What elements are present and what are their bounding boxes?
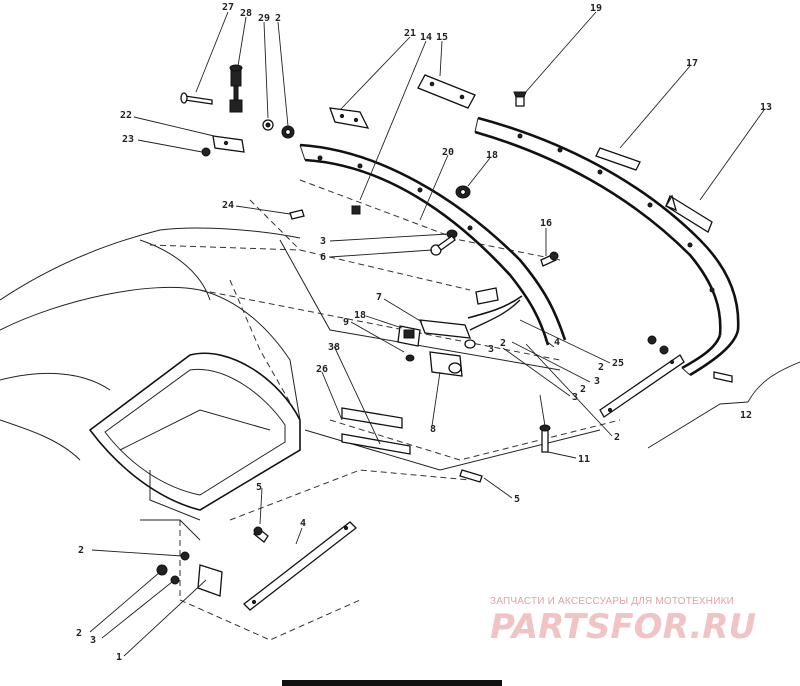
callout-23: 23 — [122, 134, 134, 145]
nut-2-top — [281, 125, 295, 139]
callout-19: 19 — [590, 3, 602, 14]
callout-20: 20 — [442, 147, 454, 158]
callout-28: 28 — [240, 8, 252, 19]
callout-5-left: 5 — [256, 482, 262, 493]
bolt-11 — [539, 424, 551, 453]
leader-lines — [89, 11, 800, 657]
callout-2-lower-right: 2 — [614, 432, 620, 443]
bracket-22 — [212, 135, 245, 153]
callout-3-latch: 3 — [488, 344, 494, 355]
mounting-plate-15 — [417, 74, 476, 109]
callout-4-left: 4 — [300, 518, 306, 529]
mount-plate-1 — [156, 551, 223, 597]
nut-23 — [201, 147, 211, 157]
bracket-38 — [341, 407, 411, 455]
callout-8: 8 — [430, 424, 436, 435]
bracket-21 — [329, 107, 370, 129]
callout-13: 13 — [760, 102, 772, 113]
callout-18-top: 18 — [486, 150, 498, 161]
nut-right — [647, 335, 669, 355]
bolt-19 — [513, 91, 527, 107]
bumper-bar — [299, 143, 567, 346]
callout-16: 16 — [540, 218, 552, 229]
strip-17 — [595, 147, 641, 171]
callout-2-top: 2 — [275, 13, 281, 24]
shock-28 — [229, 64, 243, 113]
callout-29: 29 — [258, 13, 270, 24]
callout-2-latch: 2 — [500, 338, 506, 349]
bolt-5-right — [459, 469, 483, 483]
callout-14: 14 — [420, 32, 432, 43]
callout-38: 38 — [328, 342, 340, 353]
callout-4-mid: 4 — [554, 337, 560, 348]
callout-9: 9 — [343, 317, 349, 328]
watermark-logo: PARTSFOR.RU — [490, 607, 756, 647]
callout-2-bottom: 2 — [76, 628, 82, 639]
hood-vent — [88, 352, 301, 541]
rear-bumper-rail — [474, 116, 740, 377]
callout-24: 24 — [222, 200, 234, 211]
callout-11: 11 — [578, 454, 590, 465]
callout-12: 12 — [740, 410, 752, 421]
callout-7: 7 — [376, 292, 382, 303]
callout-3-right: 3 — [594, 376, 600, 387]
caption-band — [282, 680, 502, 686]
callout-3-bottom: 3 — [90, 635, 96, 646]
bracket-13 — [665, 194, 713, 233]
callout-2-far-right: 2 — [598, 362, 604, 373]
latch-assembly — [397, 287, 523, 377]
callout-21: 21 — [404, 28, 416, 39]
callout-5-right: 5 — [514, 494, 520, 505]
stay-rod-4 — [243, 521, 357, 611]
callout-15: 15 — [436, 32, 448, 43]
callout-3-lower-right: 3 — [572, 392, 578, 403]
hood-body — [0, 179, 621, 641]
bolt-6 — [430, 235, 456, 256]
callout-25: 25 — [612, 358, 624, 369]
stay-rod-right — [599, 354, 685, 418]
callout-17: 17 — [686, 58, 698, 69]
bolt-5-left — [253, 526, 269, 543]
washer-29 — [262, 119, 274, 131]
rivet-24 — [289, 209, 305, 220]
bolt-right — [713, 371, 733, 383]
callout-2-left: 2 — [78, 545, 84, 556]
watermark-tagline: ЗАПЧАСТИ И АКСЕССУАРЫ ДЛЯ МОТОТЕХНИКИ — [490, 596, 734, 607]
callout-18-mid: 18 — [354, 310, 366, 321]
callout-labels: 27 28 29 2 21 14 15 19 17 13 22 23 20 18… — [76, 2, 772, 663]
callout-2-right: 2 — [580, 384, 586, 395]
callout-1: 1 — [116, 652, 122, 663]
watermark: ЗАПЧАСТИ И АКСЕССУАРЫ ДЛЯ МОТОТЕХНИКИ PA… — [490, 596, 756, 647]
callout-3-mid: 3 — [320, 236, 326, 247]
bolt-27 — [180, 92, 213, 105]
callout-22: 22 — [120, 110, 132, 121]
grommet-18-top — [455, 185, 471, 199]
spacer-14 — [351, 205, 361, 215]
callout-26: 26 — [316, 364, 328, 375]
callout-6: 6 — [320, 252, 326, 263]
callout-27: 27 — [222, 2, 234, 13]
bolt-16 — [540, 251, 559, 267]
